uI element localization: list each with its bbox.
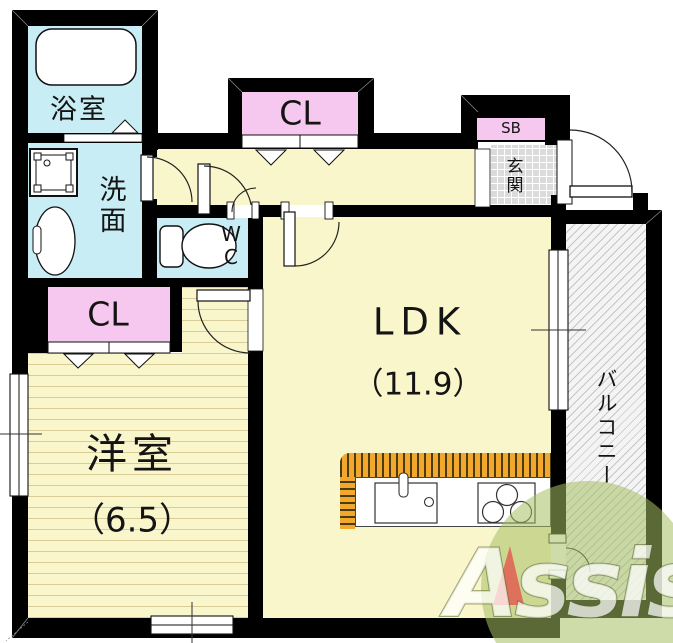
ldk-room [263,215,551,618]
western-room [28,353,248,618]
wall [142,205,263,218]
bathroom-label: 浴室 [50,94,108,126]
wall [461,95,570,118]
wc-label-line2: C [224,245,238,269]
wall [553,210,662,224]
washroom-label: 洗面 [94,175,126,237]
entrance-step [474,148,491,208]
kitchen-worktop [355,477,551,527]
wall [142,218,157,283]
wall [28,287,48,353]
balcony-label: バルコニー [594,368,618,488]
wall [170,287,182,352]
western-room-label: 洋室 [86,430,178,478]
wall [12,10,28,638]
wall [551,195,566,618]
wall [12,618,560,638]
shoe-box [475,116,547,142]
closet-left [48,287,170,342]
western-room-entry [182,287,248,353]
wall [142,10,158,150]
shoe-box-label: SB [501,119,521,137]
wc-label-line1: W [221,222,241,246]
wall [646,210,662,618]
closet-left-label: CL [87,294,129,334]
wall [553,600,662,618]
wall [248,350,263,618]
wall [263,205,551,217]
wall [12,10,158,26]
western-room-area-label: （6.5） [70,500,194,541]
entrance-tile-floor [490,145,558,205]
closet-top-label: CL [279,93,321,133]
wall [633,193,648,213]
wall [545,105,570,145]
ldk-label: LDK [372,300,468,344]
entrance-label: 玄関 [502,157,523,195]
hallway [157,149,475,205]
wall [12,278,263,287]
kitchen-counter-icon [340,453,551,477]
wall [28,133,142,143]
closet-top [242,92,358,135]
wall [142,149,157,159]
ldk-area-label: （11.9） [352,366,484,403]
wall [248,205,263,290]
